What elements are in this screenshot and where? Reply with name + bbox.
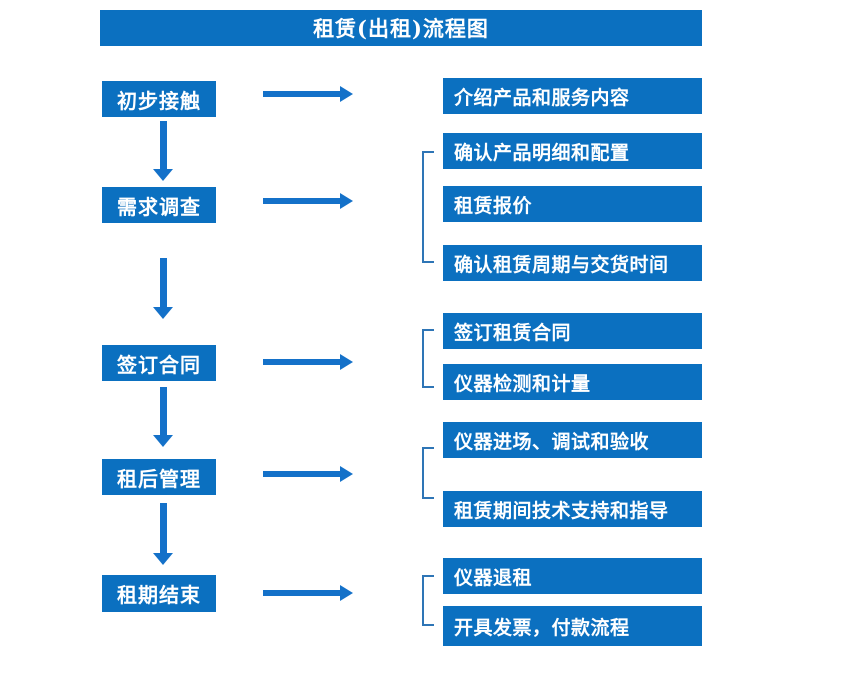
detail-label: 仪器退租 [454, 566, 533, 589]
page-title: 租赁(出租)流程图 [313, 16, 489, 41]
group-bracket-demand-survey [422, 151, 436, 263]
down-arrow-icon [153, 503, 173, 565]
detail-box-instrument-testing: 仪器检测和计量 [443, 364, 702, 400]
detail-box-sign-rental-contract: 签订租赁合同 [443, 313, 702, 349]
detail-box-instrument-return: 仪器退租 [443, 558, 702, 594]
step-label: 签订合同 [117, 352, 201, 377]
step-box-lease-end: 租期结束 [102, 575, 216, 612]
detail-label: 确认租赁周期与交货时间 [454, 253, 669, 276]
right-arrow-icon [263, 354, 353, 370]
down-arrow-icon [153, 121, 173, 181]
detail-box-technical-support: 租赁期间技术支持和指导 [443, 491, 702, 527]
detail-label: 仪器检测和计量 [454, 372, 591, 395]
step-label: 租期结束 [117, 583, 201, 607]
down-arrow-icon [153, 387, 173, 447]
right-arrow-icon [263, 466, 353, 482]
detail-label: 租赁期间技术支持和指导 [454, 499, 669, 522]
detail-box-invoice-payment: 开具发票，付款流程 [443, 606, 702, 646]
detail-label: 签订租赁合同 [454, 321, 572, 344]
detail-label: 租赁报价 [454, 194, 533, 217]
step-box-initial-contact: 初步接触 [102, 81, 216, 117]
detail-box-instrument-setup-acceptance: 仪器进场、调试和验收 [443, 422, 702, 458]
step-label: 租后管理 [117, 466, 201, 491]
right-arrow-icon [263, 585, 353, 601]
detail-label: 确认产品明细和配置 [454, 141, 630, 164]
step-box-post-rental-management: 租后管理 [102, 459, 216, 495]
detail-box-confirm-rental-period: 确认租赁周期与交货时间 [443, 245, 702, 281]
detail-box-introduce-products: 介绍产品和服务内容 [443, 78, 702, 114]
detail-label: 介绍产品和服务内容 [454, 86, 630, 109]
group-bracket-lease-end [422, 575, 436, 626]
step-label: 需求调查 [117, 194, 201, 219]
group-bracket-post-rental-management [422, 447, 436, 499]
title-bar: 租赁(出租)流程图 [100, 10, 702, 46]
right-arrow-icon [263, 86, 353, 102]
step-label: 初步接触 [117, 88, 201, 113]
group-bracket-sign-contract [422, 329, 436, 388]
detail-label: 开具发票，付款流程 [454, 616, 630, 639]
right-arrow-icon [263, 193, 353, 209]
detail-box-rental-quotation: 租赁报价 [443, 186, 702, 222]
step-box-demand-survey: 需求调查 [102, 187, 216, 223]
detail-label: 仪器进场、调试和验收 [454, 430, 650, 453]
down-arrow-icon [153, 258, 173, 319]
detail-box-confirm-product-details: 确认产品明细和配置 [443, 133, 702, 169]
step-box-sign-contract: 签订合同 [102, 345, 216, 381]
